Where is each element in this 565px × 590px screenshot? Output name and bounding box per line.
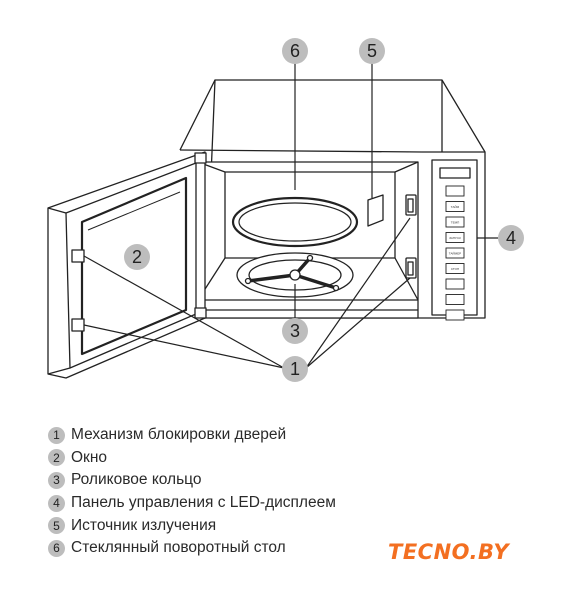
svg-text:5: 5 [367,41,377,61]
glass-turntable [231,196,359,248]
door-lock-slots [405,194,417,279]
panel-button-label: СТОП [451,267,459,271]
legend-number: 1 [48,426,65,444]
legend-text: Окно [71,448,108,466]
panel-button-label: ТАЙМ [451,205,460,209]
legend-item: 5 Источник излучения [48,514,336,537]
legend-text: Стеклянный поворотный стол [71,539,286,557]
legend-number: 4 [48,494,65,512]
roller-ring [236,252,354,298]
legend-item: 6 Стеклянный поворотный стол [48,537,336,560]
svg-text:3: 3 [290,321,300,341]
legend-text: Источник излучения [71,516,217,534]
panel-button [445,216,465,228]
microwave-diagram: ТАЙМ ТЕМП ЗАПУСК ТАЙМЕР СТОП 6 5 2 3 4 1 [47,38,524,382]
door-hooks [71,249,85,332]
panel-button [445,185,465,197]
panel-button [445,201,465,212]
svg-text:1: 1 [290,359,300,379]
panel-button-label: ТЕМП [451,221,460,225]
panel-button [445,263,465,274]
callout-2: 2 [124,244,150,270]
panel-button [445,232,465,243]
svg-text:6: 6 [290,41,300,61]
legend-item: 2 Окно [48,447,336,470]
panel-button [445,294,465,305]
panel-button [445,309,465,321]
waveguide-cover [367,194,384,227]
legend-number: 3 [48,471,65,489]
legend-number: 2 [48,449,65,467]
legend-item: 3 Роликовое кольцо [48,469,336,492]
callout-5: 5 [359,38,385,64]
brand-logo: TECNO.BY [388,540,510,564]
leader-lines [83,62,498,369]
legend-text: Панель управления с LED-дисплеем [71,494,336,512]
legend-item: 4 Панель управления с LED-дисплеем [48,492,336,515]
panel-button [445,278,465,290]
svg-text:4: 4 [506,228,516,248]
callout-6: 6 [282,38,308,64]
callout-3: 3 [282,318,308,344]
legend-item: 1 Механизм блокировки дверей [48,424,336,447]
panel-button [445,247,465,259]
legend-text: Механизм блокировки дверей [71,426,287,444]
panel-button-label: ТАЙМЕР [449,252,461,256]
legend-number: 6 [48,539,65,557]
legend: 1 Механизм блокировки дверей 2 Окно 3 Ролик… [48,424,336,560]
svg-text:2: 2 [132,247,142,267]
panel-button-label: ЗАПУСК [449,236,461,240]
control-panel-buttons: ТАЙМ ТЕМП ЗАПУСК ТАЙМЕР СТОП [445,185,465,321]
legend-number: 5 [48,517,65,535]
callout-4: 4 [498,225,524,251]
callout-1: 1 [282,356,308,382]
legend-text: Роликовое кольцо [71,471,202,489]
